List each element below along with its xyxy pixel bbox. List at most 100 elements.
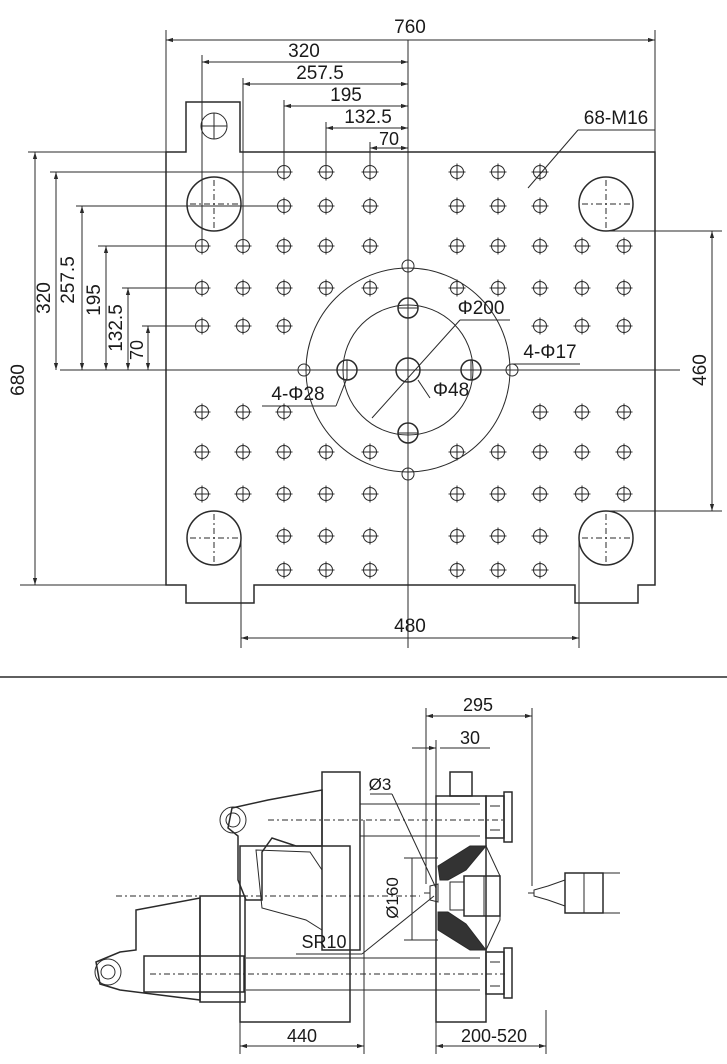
thread-hole [234, 485, 252, 503]
thread-hole [531, 237, 549, 255]
thread-hole [234, 317, 252, 335]
thread-hole [448, 279, 466, 297]
thread-hole [573, 237, 591, 255]
thread-hole [317, 237, 335, 255]
sphere-radius-label: SR10 [301, 932, 346, 952]
nozzle-hole-circle [395, 357, 421, 383]
label-holes-4-17: 4-Φ17 [523, 342, 576, 363]
label-holes-4-28: 4-Φ28 [271, 384, 324, 405]
dim-2575-top: 257.5 [296, 63, 344, 84]
thread-hole [489, 237, 507, 255]
thread-holes-label: 68-M16 [584, 108, 648, 129]
thread-hole [275, 561, 293, 579]
thread-hole [531, 163, 549, 181]
top-dimensions [165, 30, 656, 240]
thread-hole [234, 443, 252, 461]
thread-hole [448, 561, 466, 579]
thread-hole [489, 279, 507, 297]
thread-hole [489, 163, 507, 181]
thread-hole [573, 403, 591, 421]
side-view: 295 30 Ø3 Ø160 SR10 440 200-520 [94, 695, 620, 1054]
dim-680: 680 [8, 364, 29, 396]
thread-hole [448, 527, 466, 545]
thread-hole [615, 317, 633, 335]
moving-platen [321, 771, 361, 951]
thread-hole-grid [193, 163, 633, 579]
dim-195-top: 195 [330, 85, 362, 106]
dim-460: 460 [690, 354, 711, 386]
platen-view: 760 320 257.5 195 132.5 70 68-M16 680 32… [8, 17, 722, 648]
thread-hole [275, 237, 293, 255]
thread-hole [234, 279, 252, 297]
thread-hole [361, 443, 379, 461]
thread-hole [317, 485, 335, 503]
thread-hole [275, 527, 293, 545]
thread-hole [275, 279, 293, 297]
dim-70-top: 70 [379, 129, 399, 149]
thread-hole [361, 279, 379, 297]
thread-hole [317, 561, 335, 579]
thread-hole [361, 485, 379, 503]
thread-hole [531, 279, 549, 297]
thread-hole [489, 197, 507, 215]
thread-hole [361, 561, 379, 579]
upper-toggle-link [227, 789, 323, 901]
thread-hole [317, 527, 335, 545]
thread-hole [448, 485, 466, 503]
thread-hole [531, 403, 549, 421]
thread-hole [193, 443, 211, 461]
label-locating-ring: Φ200 [458, 298, 505, 319]
dim-320-left: 320 [34, 282, 55, 314]
thread-hole [615, 485, 633, 503]
thread-hole [317, 197, 335, 215]
thread-hole [275, 317, 293, 335]
thread-hole [193, 403, 211, 421]
left-dimensions [20, 151, 284, 586]
thread-hole [489, 561, 507, 579]
thread-hole [317, 279, 335, 297]
dim-1325-top: 132.5 [344, 107, 392, 128]
thread-hole [489, 527, 507, 545]
dim-30: 30 [460, 728, 480, 748]
thread-hole [275, 485, 293, 503]
orifice-label: Ø3 [369, 775, 392, 794]
thread-hole [489, 485, 507, 503]
thread-hole [275, 443, 293, 461]
thread-hole [489, 443, 507, 461]
platen-outline [165, 101, 656, 604]
thread-hole [615, 403, 633, 421]
tie-bar-holes [186, 176, 634, 566]
thread-hole [615, 279, 633, 297]
thread-hole [531, 561, 549, 579]
thread-hole [531, 527, 549, 545]
dim-2575-left: 257.5 [58, 256, 79, 304]
dim-stroke-range: 200-520 [461, 1026, 527, 1046]
dim-440: 440 [287, 1026, 317, 1046]
thread-hole [317, 163, 335, 181]
thread-hole [361, 237, 379, 255]
thread-hole [531, 317, 549, 335]
dim-320-top: 320 [288, 41, 320, 62]
dim-760: 760 [394, 17, 426, 38]
thread-hole [531, 485, 549, 503]
thread-hole [448, 197, 466, 215]
nozzle-cone [437, 845, 488, 881]
thread-hole [448, 163, 466, 181]
dim-160: Ø160 [383, 877, 402, 919]
dim-70-left: 70 [127, 340, 147, 360]
thread-hole [531, 197, 549, 215]
dim-1325-left: 132.5 [106, 304, 127, 352]
thread-hole [573, 279, 591, 297]
thread-hole [234, 403, 252, 421]
label-nozzle-hole: Φ48 [433, 380, 469, 401]
thread-hole [448, 237, 466, 255]
dim-195-left: 195 [84, 284, 105, 316]
thread-hole [531, 443, 549, 461]
dim-295: 295 [463, 695, 493, 715]
thread-hole [573, 443, 591, 461]
dim-480: 480 [394, 616, 426, 637]
thread-hole [361, 197, 379, 215]
fixed-platen [435, 795, 487, 1023]
thread-hole [573, 317, 591, 335]
